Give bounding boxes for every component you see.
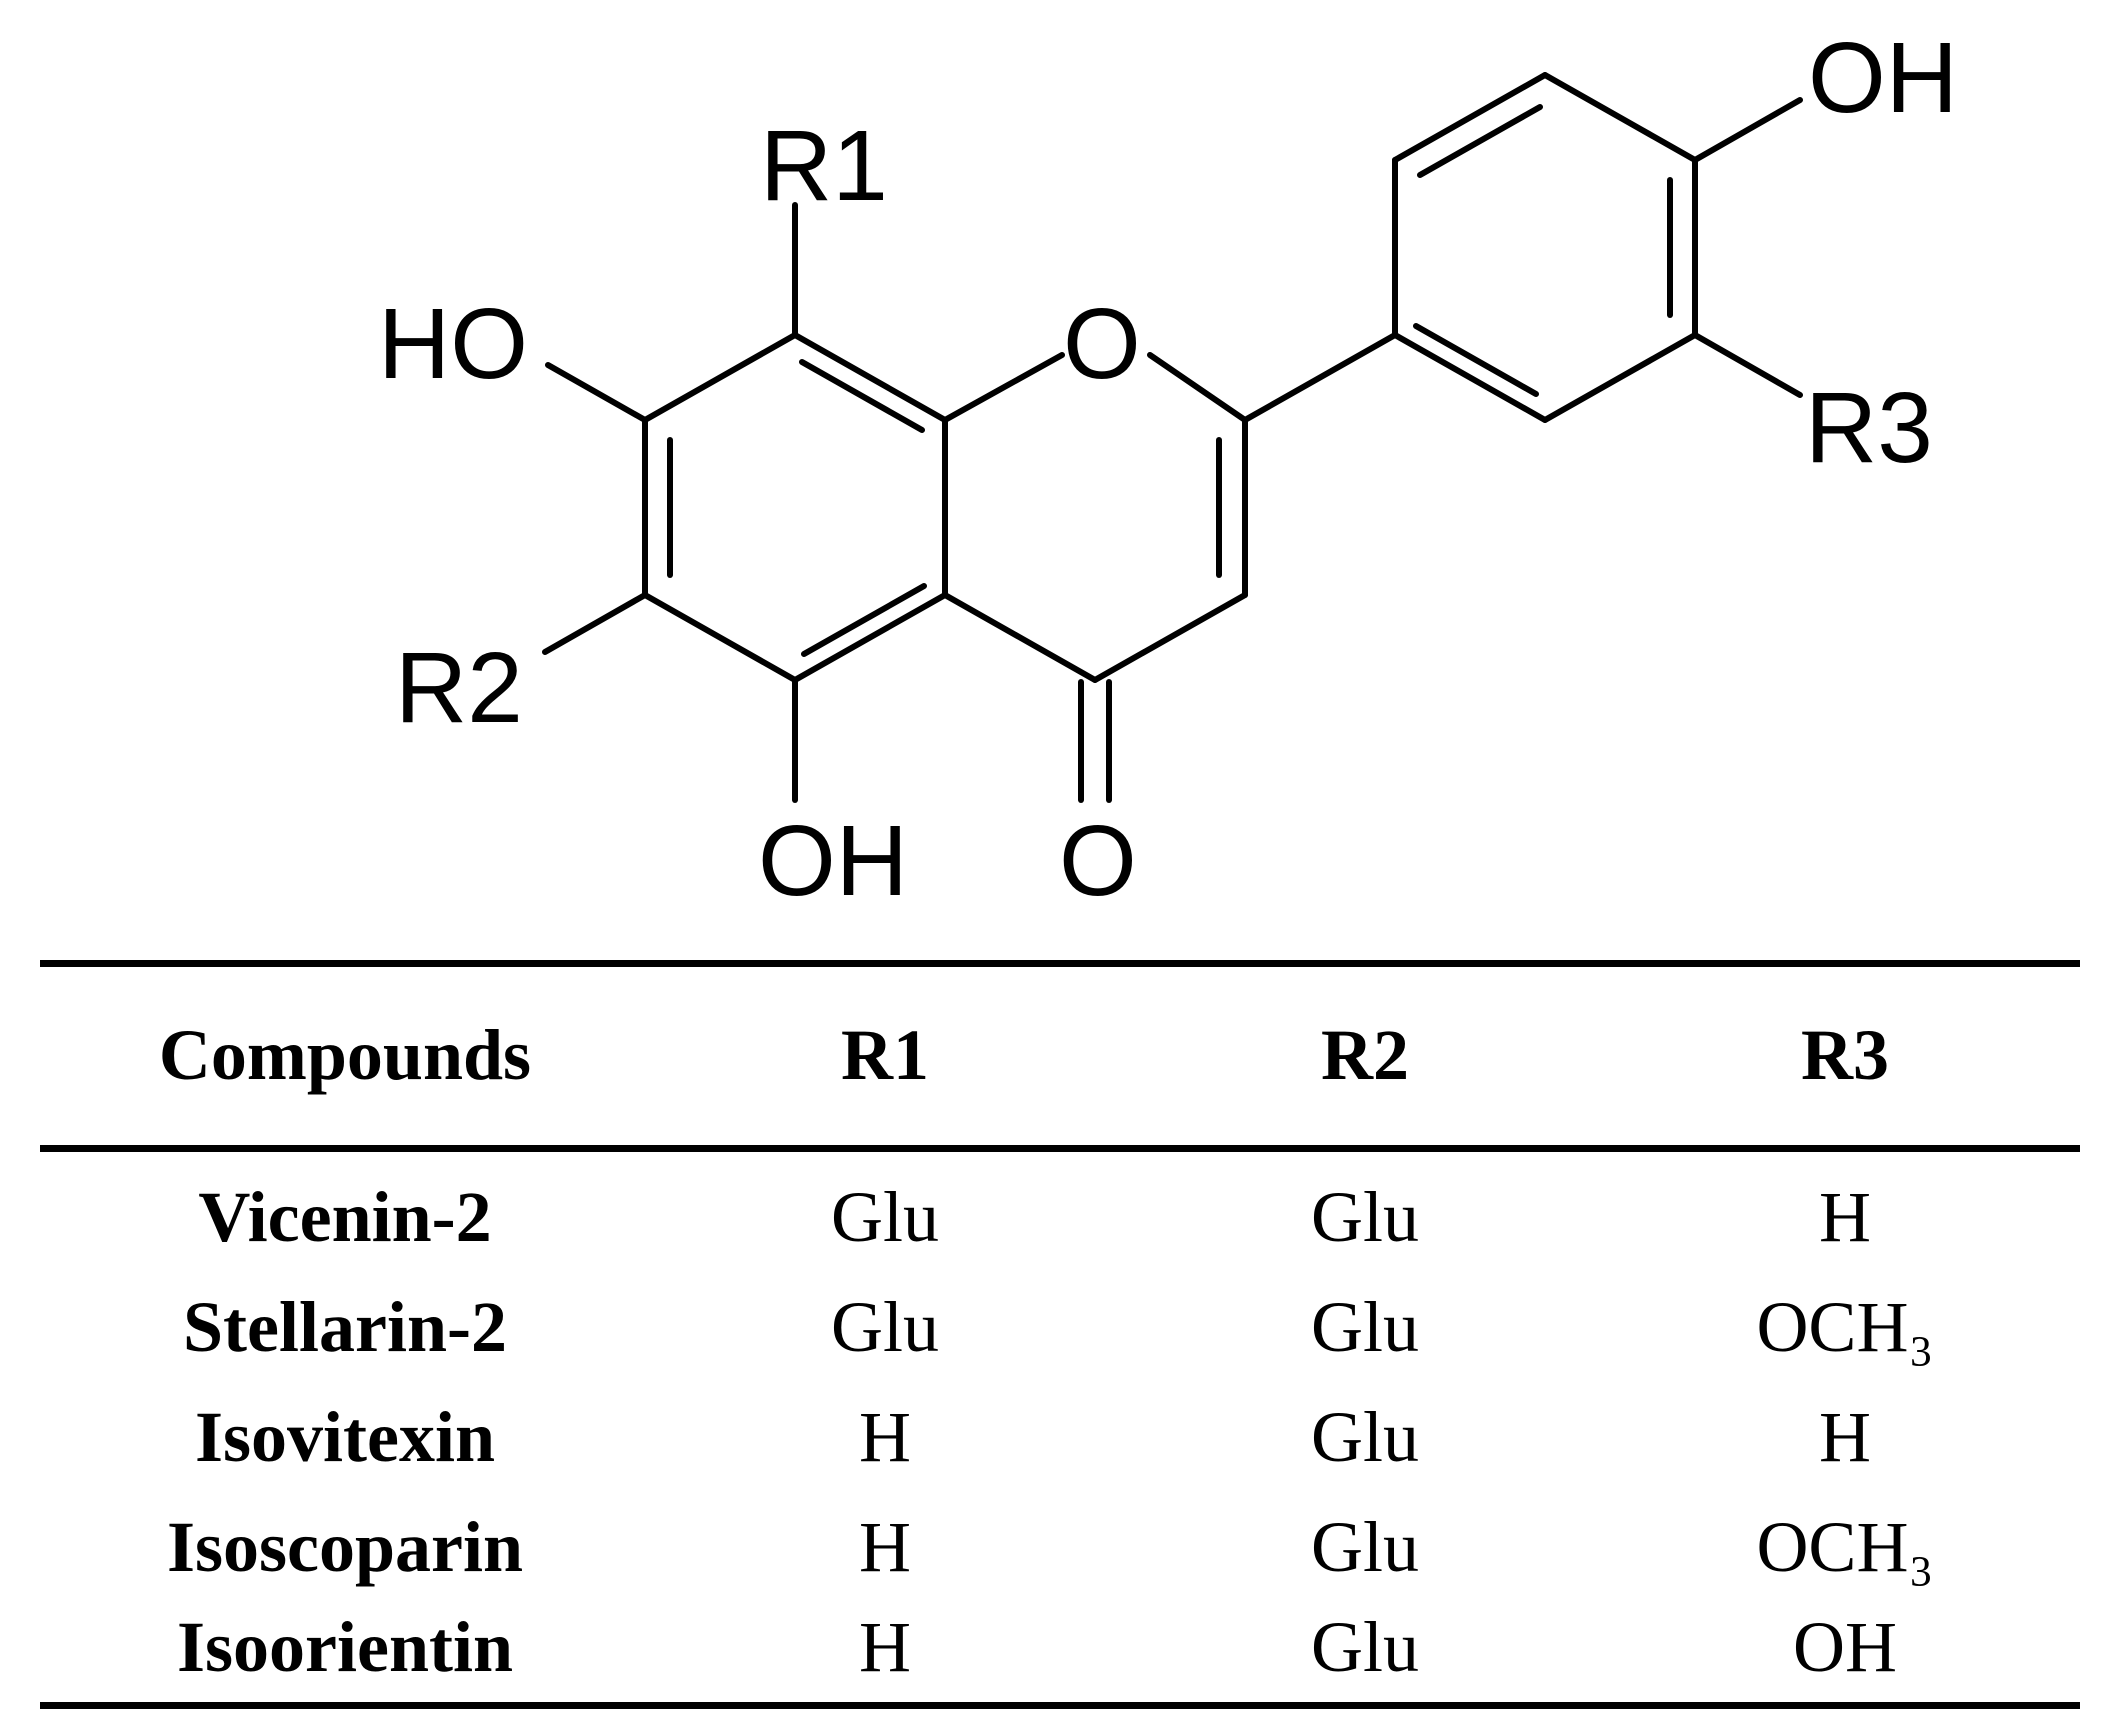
bond — [1542, 332, 1698, 423]
header-r2: R2 — [1321, 1015, 1409, 1095]
table-row: Vicenin-2 Glu Glu H — [0, 1162, 2120, 1272]
ring-oxygen-label: O — [1063, 288, 1141, 400]
bond-double — [1417, 104, 1543, 178]
table-row: Isovitexin H Glu H — [0, 1382, 2120, 1492]
r2-value: Glu — [1311, 1507, 1419, 1587]
r2-value: Glu — [1311, 1177, 1419, 1257]
table-row: Isoscoparin H Glu OCH₃ — [0, 1492, 2120, 1602]
r2-value: Glu — [1311, 1607, 1419, 1687]
r3-label: R3 — [1805, 372, 1933, 484]
compound-name: Isovitexin — [194, 1397, 496, 1477]
table-header-row: Compounds R1 R2 R3 — [0, 1000, 2120, 1110]
table-top-rule — [40, 960, 2080, 967]
r3-value: OCH₃ — [1756, 1507, 1934, 1587]
flavone-structure: R1 HO O R2 OH O OH R3 — [378, 22, 1958, 917]
bond — [542, 592, 648, 655]
table-header-rule — [40, 1145, 2080, 1152]
bond — [1392, 332, 1548, 423]
bond — [792, 592, 948, 683]
r2-value: Glu — [1311, 1397, 1419, 1477]
compound-name: Stellarin-2 — [183, 1287, 507, 1367]
bond — [545, 362, 648, 423]
r3-value: H — [1819, 1177, 1871, 1257]
bond — [942, 352, 1065, 423]
r1-value: H — [859, 1607, 911, 1687]
compound-name: Isoscoparin — [166, 1507, 524, 1587]
compound-name: Isoorientin — [176, 1607, 514, 1687]
r1-value: Glu — [831, 1177, 939, 1257]
bond — [642, 332, 798, 423]
r3-value: H — [1819, 1397, 1871, 1477]
bond-double — [1413, 323, 1539, 397]
table-row: Stellarin-2 Glu Glu OCH₃ — [0, 1272, 2120, 1382]
r1-label: R1 — [760, 110, 888, 222]
bond — [1542, 72, 1698, 163]
oh-5-label: OH — [758, 805, 908, 917]
header-r1: R1 — [841, 1015, 929, 1095]
bond — [1147, 352, 1248, 423]
bond — [1692, 332, 1803, 398]
ho-label: HO — [378, 288, 528, 400]
header-r3: R3 — [1801, 1015, 1889, 1095]
r3-value: OH — [1793, 1607, 1897, 1687]
r1-value: H — [859, 1397, 911, 1477]
r1-value: Glu — [831, 1287, 939, 1367]
bond — [1692, 97, 1803, 163]
compound-name: Vicenin-2 — [198, 1177, 492, 1257]
bond — [1242, 332, 1398, 423]
r2-label: R2 — [395, 632, 523, 744]
bond — [1092, 592, 1248, 683]
table-bottom-rule — [40, 1702, 2080, 1709]
header-compounds: Compounds — [158, 1015, 532, 1095]
bond — [642, 592, 798, 683]
bond — [792, 332, 948, 423]
bond-double — [801, 583, 927, 657]
bond — [1392, 72, 1548, 163]
r2-value: Glu — [1311, 1287, 1419, 1367]
r1-value: H — [859, 1507, 911, 1587]
table-row: Isoorientin H Glu OH — [0, 1592, 2120, 1702]
bond-double — [799, 359, 925, 433]
oh-4prime-label: OH — [1808, 22, 1958, 134]
r3-value: OCH₃ — [1756, 1287, 1934, 1367]
carbonyl-oxygen-label: O — [1059, 805, 1137, 917]
bond — [942, 592, 1098, 683]
